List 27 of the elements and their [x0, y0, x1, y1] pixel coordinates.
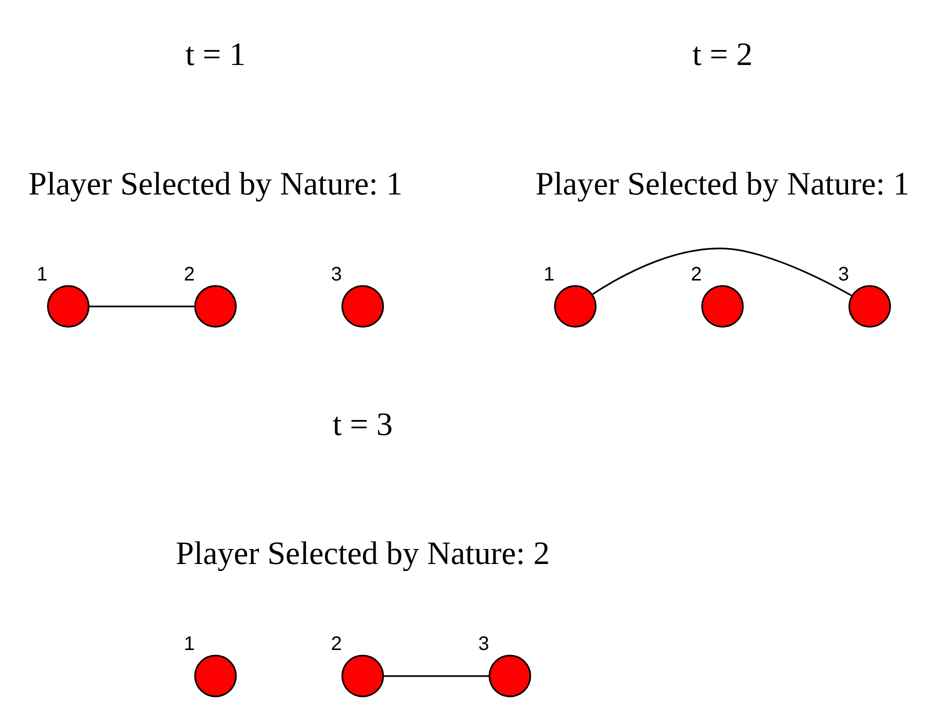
node-circle — [341, 654, 384, 698]
node-label: 2 — [690, 263, 702, 286]
node-circle — [701, 285, 744, 328]
label: Player Selected by Nature: 1 — [28, 166, 402, 202]
node-circle — [194, 285, 237, 328]
node-circle — [488, 654, 532, 698]
node-circle — [848, 285, 891, 328]
connector — [383, 675, 490, 677]
node-circle — [194, 654, 237, 698]
node-label: 3 — [838, 263, 849, 286]
node-circle — [341, 285, 384, 328]
node-label: 2 — [331, 633, 342, 656]
node-label: 1 — [184, 633, 195, 656]
connector — [89, 306, 195, 308]
node-circle — [47, 285, 90, 328]
label: t = 3 — [332, 406, 393, 443]
node-label: 1 — [544, 263, 555, 286]
node-label: 3 — [331, 263, 342, 286]
node-label: 2 — [184, 263, 195, 286]
node-label: 1 — [36, 263, 48, 286]
label: t = 2 — [692, 37, 753, 74]
label: t = 1 — [185, 37, 246, 74]
label: Player Selected by Nature: 1 — [536, 166, 910, 202]
label: Player Selected by Nature: 2 — [176, 536, 550, 572]
node-label: 3 — [478, 633, 490, 656]
connector — [592, 248, 852, 297]
node-circle — [554, 285, 597, 328]
